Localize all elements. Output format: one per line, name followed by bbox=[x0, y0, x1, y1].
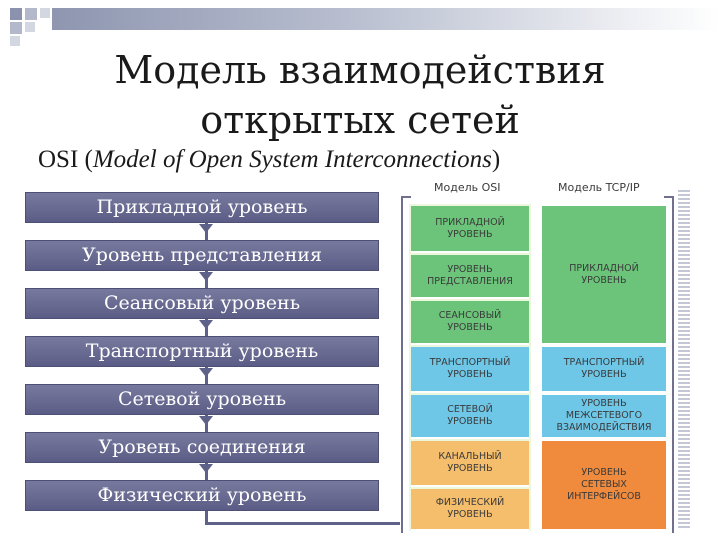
corner-square bbox=[10, 36, 20, 46]
tcp-model-cell: ПРИКЛАДНОЙ УРОВЕНЬ bbox=[542, 206, 666, 345]
arrow-down-icon bbox=[199, 272, 213, 281]
header-bar bbox=[52, 8, 720, 30]
subtitle: OSI (Model of Open System Interconnectio… bbox=[38, 146, 500, 174]
tcp-model-cell: УРОВЕНЬ МЕЖСЕТЕВОГО ВЗАИМОДЕЙСТВИЯ bbox=[542, 395, 666, 439]
osi-bracket-left bbox=[401, 196, 403, 533]
tcp-bracket-top bbox=[664, 196, 674, 198]
corner-square bbox=[40, 8, 50, 18]
arrow-down-icon bbox=[199, 416, 213, 425]
subtitle-suffix: ) bbox=[491, 146, 501, 173]
tcp-model-cell: ТРАНСПОРТНЫЙ УРОВЕНЬ bbox=[542, 347, 666, 393]
osi-model-cell: ФИЗИЧЕСКИЙ УРОВЕНЬ bbox=[411, 489, 529, 531]
osi-model-cell: ПРИКЛАДНОЙ УРОВЕНЬ bbox=[411, 206, 529, 253]
tcp-model-cell: УРОВЕНЬ СЕТЕВЫХ ИНТЕРФЕЙСОВ bbox=[542, 441, 666, 531]
arrow-down-icon bbox=[199, 368, 213, 377]
osi-column-header: Модель OSI bbox=[434, 181, 501, 194]
arrow-down-icon bbox=[199, 320, 213, 329]
stack-connector-bottom bbox=[205, 522, 400, 525]
page-title-line-1: Модель взаимодействия bbox=[114, 48, 606, 92]
osi-layer-network: Сетевой уровень bbox=[25, 384, 379, 415]
osi-layer-datalink: Уровень соединения bbox=[25, 432, 379, 463]
corner-square bbox=[25, 22, 35, 32]
osi-model-cell: СЕАНСОВЫЙ УРОВЕНЬ bbox=[411, 301, 529, 345]
corner-square bbox=[25, 8, 37, 20]
osi-layer-application: Прикладной уровень bbox=[25, 192, 379, 223]
tcp-column-header: Модель TCP/IP bbox=[558, 181, 640, 194]
osi-layer-presentation: Уровень представления bbox=[25, 240, 379, 271]
osi-layer-transport: Транспортный уровень bbox=[25, 336, 379, 367]
subtitle-prefix: OSI ( bbox=[38, 146, 93, 173]
osi-model-cell: УРОВЕНЬ ПРЕДСТАВЛЕНИЯ bbox=[411, 255, 529, 299]
osi-bracket-top bbox=[401, 196, 411, 198]
arrow-down-icon bbox=[199, 224, 213, 233]
osi-layer-session: Сеансовый уровень bbox=[25, 288, 379, 319]
corner-square bbox=[10, 8, 22, 20]
osi-layer-physical: Физический уровень bbox=[25, 480, 379, 511]
osi-model-cell: ТРАНСПОРТНЫЙ УРОВЕНЬ bbox=[411, 347, 529, 393]
tcp-bracket-right bbox=[672, 196, 674, 533]
page-title-line-2: открытых сетей bbox=[200, 98, 520, 142]
osi-model-cell: СЕТЕВОЙ УРОВЕНЬ bbox=[411, 395, 529, 439]
corner-square bbox=[10, 22, 22, 34]
osi-model-cell: КАНАЛЬНЫЙ УРОВЕНЬ bbox=[411, 441, 529, 487]
subtitle-italic: Model of Open System Interconnections bbox=[92, 146, 492, 173]
arrow-down-icon bbox=[199, 464, 213, 473]
side-stripe bbox=[678, 190, 690, 530]
